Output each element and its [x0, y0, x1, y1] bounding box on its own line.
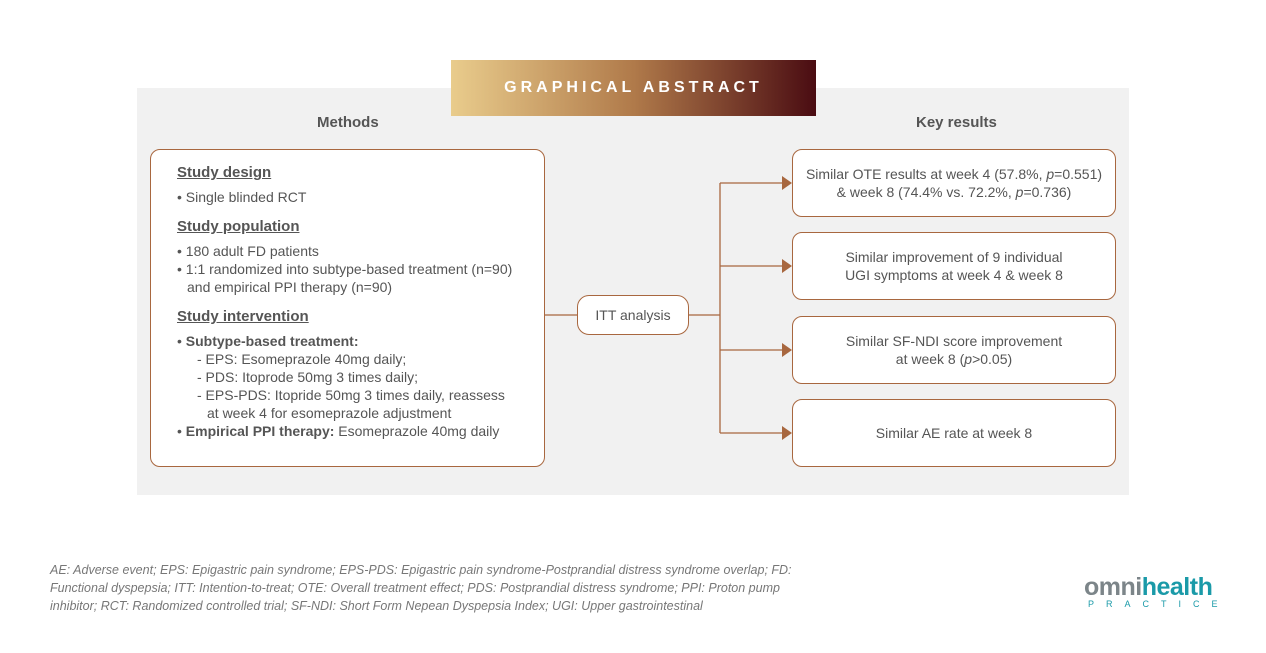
subtype-item: - EPS-PDS: Itopride 50mg 3 times daily, …: [197, 387, 505, 403]
arrow-icon: [782, 259, 792, 273]
population-item: and empirical PPI therapy (n=90): [187, 279, 393, 295]
arrow-icon: [782, 343, 792, 357]
methods-header: Methods: [317, 114, 379, 131]
subtype-label: Subtype-based treatment:: [185, 333, 359, 349]
population-item: 1:1 randomized into subtype-based treatm…: [185, 261, 513, 277]
population-item: 180 adult FD patients: [185, 243, 319, 259]
empirical-value: Esomeprazole 40mg daily: [334, 423, 500, 439]
omnihealth-logo: omnihealth PRACTICE: [1084, 573, 1230, 609]
study-population-title: Study population: [177, 218, 300, 235]
itt-analysis-box: ITT analysis: [577, 295, 689, 335]
result-box-ote: Similar OTE results at week 4 (57.8%, p=…: [792, 149, 1116, 217]
arrow-icon: [782, 176, 792, 190]
result-box-ae: Similar AE rate at week 8: [792, 399, 1116, 467]
study-intervention-title: Study intervention: [177, 308, 309, 325]
results-header: Key results: [916, 114, 997, 131]
subtype-item: - PDS: Itoprode 50mg 3 times daily;: [197, 369, 418, 385]
empirical-label: Empirical PPI therapy:: [185, 423, 335, 439]
arrow-icon: [782, 426, 792, 440]
footnote: AE: Adverse event; EPS: Epigastric pain …: [50, 563, 792, 613]
methods-box: Study design • Single blinded RCT Study …: [150, 149, 545, 467]
design-item: Single blinded RCT: [185, 189, 307, 205]
subtype-item: at week 4 for esomeprazole adjustment: [207, 405, 452, 421]
subtype-item: - EPS: Esomeprazole 40mg daily;: [197, 351, 407, 367]
study-design-title: Study design: [177, 164, 272, 181]
banner-title: GRAPHICAL ABSTRACT: [451, 60, 816, 116]
